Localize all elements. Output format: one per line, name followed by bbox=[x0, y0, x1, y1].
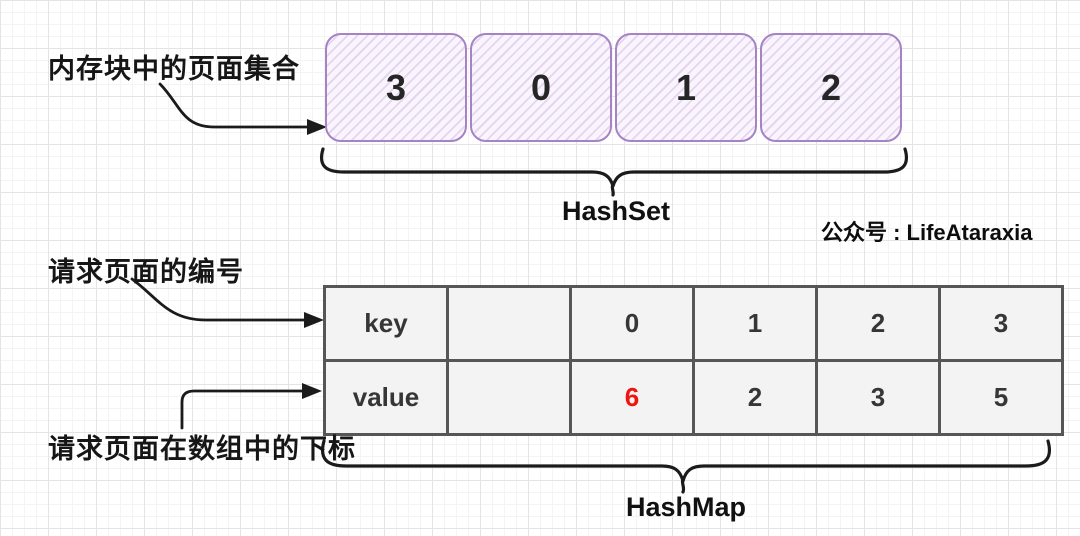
value-row: value 6 2 3 5 bbox=[323, 359, 1064, 436]
key-cell: 2 bbox=[815, 285, 941, 362]
request-page-index-label: 请求页面在数组中的下标 bbox=[48, 434, 356, 464]
hashset-box: 0 bbox=[470, 33, 612, 142]
key-row-header: key bbox=[323, 285, 449, 362]
hashset-brace bbox=[320, 147, 908, 197]
request-page-number-label: 请求页面的编号 bbox=[48, 257, 244, 287]
watermark-text: 公众号 : LifeAtaraxia bbox=[821, 220, 1033, 245]
hashset-boxes: 3 0 1 2 bbox=[325, 33, 902, 142]
hashmap-label: HashMap bbox=[625, 492, 747, 522]
arrow-memory-to-hashset bbox=[158, 82, 327, 135]
hashset-box: 3 bbox=[325, 33, 467, 142]
value-cell: 5 bbox=[938, 359, 1064, 436]
value-cell bbox=[446, 359, 572, 436]
hashset-box-value: 3 bbox=[385, 66, 407, 108]
hashset-label: HashSet bbox=[561, 196, 671, 226]
hashset-box-value: 1 bbox=[675, 66, 697, 108]
value-row-header: value bbox=[323, 359, 449, 436]
hashset-box: 1 bbox=[615, 33, 757, 142]
hashset-box-value: 0 bbox=[530, 66, 552, 108]
arrow-request-index-to-value-row bbox=[180, 383, 322, 430]
key-cell: 1 bbox=[692, 285, 818, 362]
value-cell-highlighted: 6 bbox=[569, 359, 695, 436]
hashmap-table: key 0 1 2 3 value 6 2 3 5 bbox=[323, 285, 1064, 436]
value-cell: 2 bbox=[692, 359, 818, 436]
hashmap-brace bbox=[321, 439, 1051, 494]
key-cell: 3 bbox=[938, 285, 1064, 362]
hashset-box: 2 bbox=[760, 33, 902, 142]
key-cell bbox=[446, 285, 572, 362]
hashset-box-value: 2 bbox=[820, 66, 842, 108]
key-cell: 0 bbox=[569, 285, 695, 362]
value-cell: 3 bbox=[815, 359, 941, 436]
memory-pages-label: 内存块中的页面集合 bbox=[48, 54, 300, 84]
key-row: key 0 1 2 3 bbox=[323, 285, 1064, 362]
